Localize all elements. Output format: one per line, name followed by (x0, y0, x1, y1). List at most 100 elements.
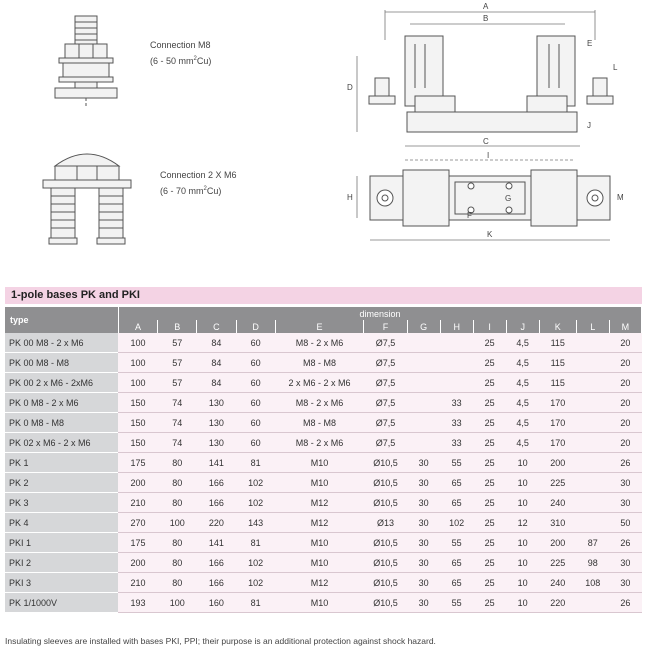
dimension-cell-c: 84 (196, 372, 236, 393)
dimension-cell-e: M8 - 2 x M6 (275, 432, 364, 453)
dim-label-l: L (613, 63, 618, 72)
dimension-cell-d: 60 (236, 412, 276, 433)
dimension-cell-j: 10 (506, 572, 540, 593)
dimension-cell-i: 25 (473, 372, 507, 393)
column-header-b: B (157, 320, 198, 333)
connection-2xm6-label: Connection 2 X M6 (6 - 70 mm2Cu) (160, 170, 237, 196)
dimension-cell-d: 81 (236, 532, 276, 553)
dimension-cell-h: 55 (440, 532, 474, 553)
dimension-cell-c: 141 (196, 452, 236, 473)
dimension-cell-a: 150 (118, 412, 158, 433)
dimension-cell-a: 100 (118, 333, 158, 353)
dimension-cell-f: Ø10,5 (363, 552, 408, 573)
dimension-cell-a: 100 (118, 352, 158, 373)
dimension-cell-g (407, 352, 441, 373)
column-header-c: C (196, 320, 237, 333)
dimension-cell-e: M12 (275, 512, 364, 533)
dimension-cell-f: Ø7,5 (363, 352, 408, 373)
dimension-cell-l (576, 392, 610, 413)
dimension-cell-j: 12 (506, 512, 540, 533)
dimension-cell-e: M12 (275, 572, 364, 593)
dimension-cell-m: 20 (609, 432, 642, 453)
column-header-i: I (473, 320, 507, 333)
type-cell: PK 4 (5, 512, 119, 533)
dimension-cell-c: 130 (196, 392, 236, 413)
type-cell: PK 2 (5, 472, 119, 493)
dimension-cell-l (576, 492, 610, 513)
dimension-cell-j: 4,5 (506, 432, 540, 453)
column-header-d: D (236, 320, 276, 333)
dimension-cell-b: 57 (157, 333, 197, 353)
dimension-cell-e: M8 - 2 x M6 (275, 333, 364, 353)
dimension-cell-a: 175 (118, 452, 158, 473)
column-header-f: F (363, 320, 408, 333)
dimension-cell-i: 25 (473, 392, 507, 413)
dimension-cell-d: 60 (236, 432, 276, 453)
dimension-cell-b: 57 (157, 372, 197, 393)
dimension-cell-i: 25 (473, 592, 507, 613)
dimension-cell-l (576, 412, 610, 433)
dim-label-h: H (347, 193, 353, 202)
dimension-cell-h: 102 (440, 512, 474, 533)
dim-label-m: M (617, 193, 624, 202)
dimension-cell-k: 115 (539, 333, 577, 353)
dimension-cell-b: 74 (157, 432, 197, 453)
dimension-cell-h: 65 (440, 572, 474, 593)
dimension-cell-e: M10 (275, 452, 364, 473)
dim-label-f: F (467, 211, 472, 220)
dimension-cell-m: 20 (609, 372, 642, 393)
dimension-cell-j: 4,5 (506, 392, 540, 413)
dimension-cell-f: Ø7,5 (363, 432, 408, 453)
dimension-cell-k: 240 (539, 492, 577, 513)
connection-m8-drawing (54, 15, 118, 106)
dimension-cell-l (576, 592, 610, 613)
dimension-cell-l (576, 512, 610, 533)
dimension-cell-k: 200 (539, 532, 577, 553)
dimension-cell-g: 30 (407, 592, 441, 613)
dimension-cell-j: 10 (506, 592, 540, 613)
dimension-cell-i: 25 (473, 512, 507, 533)
dimension-cell-g (407, 333, 441, 353)
dimension-cell-h: 65 (440, 492, 474, 513)
dimension-cell-e: M12 (275, 492, 364, 513)
dimension-cell-l (576, 472, 610, 493)
type-cell: PK 0 M8 - 2 x M6 (5, 392, 119, 413)
dimension-cell-k: 310 (539, 512, 577, 533)
dimension-cell-c: 84 (196, 333, 236, 353)
dimension-cell-h: 55 (440, 592, 474, 613)
dimension-cell-h: 65 (440, 552, 474, 573)
dimension-cell-a: 175 (118, 532, 158, 553)
footnote: Insulating sleeves are installed with ba… (5, 636, 436, 646)
dimension-cell-l (576, 352, 610, 373)
dimension-cell-m: 30 (609, 472, 642, 493)
dimension-cell-m: 26 (609, 592, 642, 613)
dimension-cell-j: 10 (506, 492, 540, 513)
dimension-cell-m: 20 (609, 352, 642, 373)
dim-label-c: C (483, 137, 489, 146)
dimension-cell-g: 30 (407, 472, 441, 493)
dimension-cell-a: 200 (118, 552, 158, 573)
dimension-cell-h: 33 (440, 412, 474, 433)
dimension-cell-c: 130 (196, 432, 236, 453)
dimension-cell-m: 50 (609, 512, 642, 533)
type-cell: PK 02 x M6 - 2 x M6 (5, 432, 119, 453)
dimension-cell-g (407, 392, 441, 413)
dimension-cell-l (576, 372, 610, 393)
dimension-cell-l (576, 452, 610, 473)
dimension-cell-a: 210 (118, 492, 158, 513)
column-header-j: J (506, 320, 540, 333)
dimension-cell-e: M8 - M8 (275, 412, 364, 433)
type-column-header: type (5, 307, 119, 333)
dimension-cell-d: 81 (236, 452, 276, 473)
dim-label-j: J (587, 121, 591, 130)
dimension-cell-f: Ø10,5 (363, 492, 408, 513)
dimension-cell-g: 30 (407, 572, 441, 593)
dimension-cell-a: 200 (118, 472, 158, 493)
type-cell: PK 00 2 x M6 - 2xM6 (5, 372, 119, 393)
